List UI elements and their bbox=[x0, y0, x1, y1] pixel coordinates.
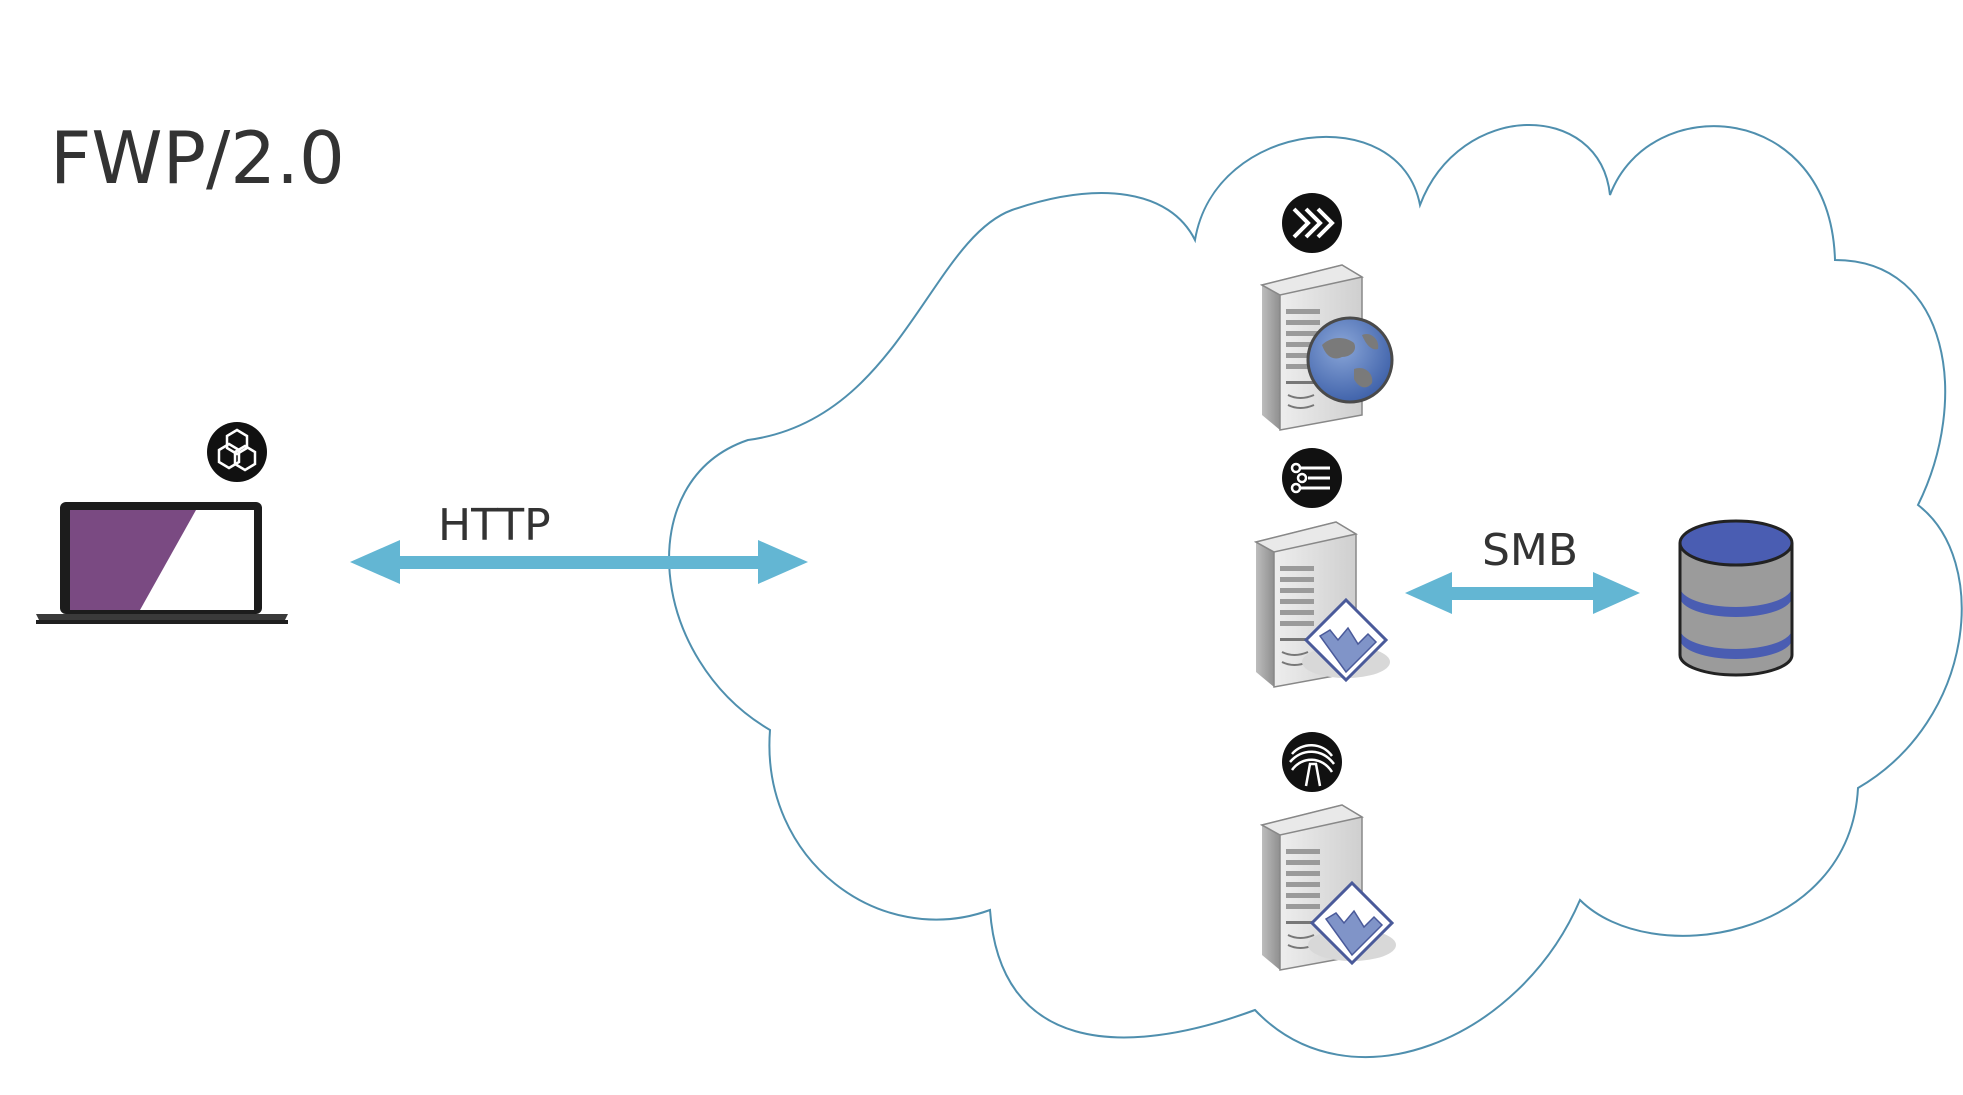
waves-icon bbox=[1282, 732, 1342, 792]
chevrons-icon bbox=[1282, 193, 1342, 253]
http-arrow bbox=[350, 540, 808, 584]
app-server-icon bbox=[1255, 521, 1392, 688]
smb-label: SMB bbox=[1482, 525, 1578, 576]
web-server-globe-icon bbox=[1261, 264, 1394, 431]
database-icon bbox=[1678, 519, 1794, 677]
laptop-icon bbox=[36, 502, 288, 624]
smb-arrow bbox=[1405, 572, 1640, 614]
cloud-boundary bbox=[668, 124, 1963, 1059]
hexagon-cluster-icon bbox=[207, 422, 267, 482]
sliders-icon bbox=[1282, 448, 1342, 508]
app-server-icon-secondary bbox=[1261, 804, 1398, 971]
http-label: HTTP bbox=[438, 500, 551, 551]
diagram-title: FWP/2.0 bbox=[50, 116, 345, 200]
